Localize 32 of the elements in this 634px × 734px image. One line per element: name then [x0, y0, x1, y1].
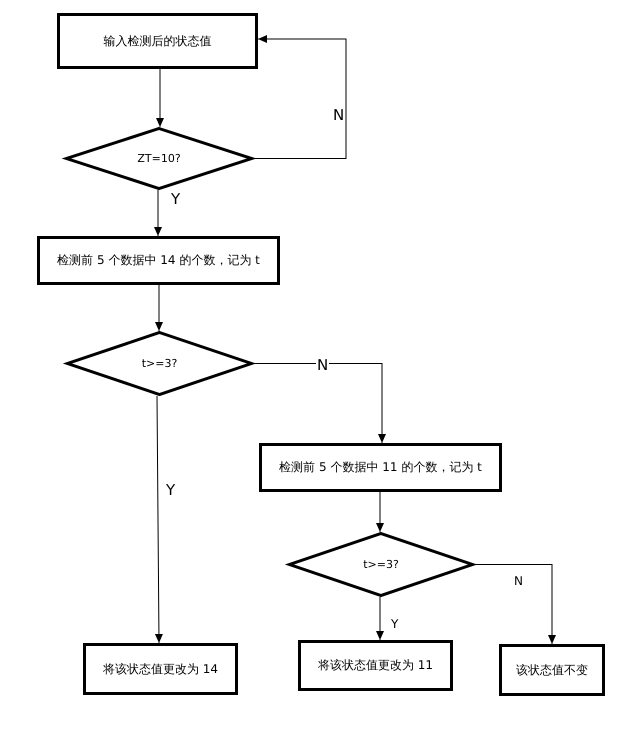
condition-text: t>=3? [142, 357, 178, 370]
condition-text: ZT=10? [137, 152, 181, 165]
step-text: 输入检测后的状态值 [104, 32, 212, 50]
step-text: 将该状态值更改为 14 [102, 660, 218, 678]
arrow [154, 396, 163, 644]
edge-label: N [316, 358, 330, 373]
arrow [156, 68, 164, 128]
process-box [298, 640, 453, 691]
edge-label: Y [390, 618, 400, 630]
step-text: 该状态值不变 [516, 662, 588, 678]
decision-diamond [288, 532, 474, 597]
arrow [252, 363, 386, 444]
decision-diamond [66, 331, 253, 396]
step-text: 检测前 5 个数据中 14 的个数，记为 t [57, 252, 260, 269]
arrow [155, 284, 163, 332]
process-box [57, 13, 258, 69]
arrow [376, 492, 384, 532]
arrow [154, 190, 162, 236]
arrow [474, 564, 556, 644]
arrow [252, 35, 346, 159]
edge-label: Y [165, 483, 176, 498]
process-box [499, 644, 605, 696]
edge-label: N [513, 575, 524, 587]
step-text: 检测前 5 个数据中 11 的个数，记为 t [279, 459, 482, 476]
process-box [37, 236, 280, 285]
arrow [376, 596, 384, 640]
condition-text: t>=3? [363, 558, 399, 571]
process-box [259, 443, 502, 492]
step-text: 将该状态值更改为 11 [318, 657, 434, 674]
edge-label: Y [170, 192, 182, 207]
process-box [83, 643, 238, 695]
edge-label: N [332, 108, 346, 123]
